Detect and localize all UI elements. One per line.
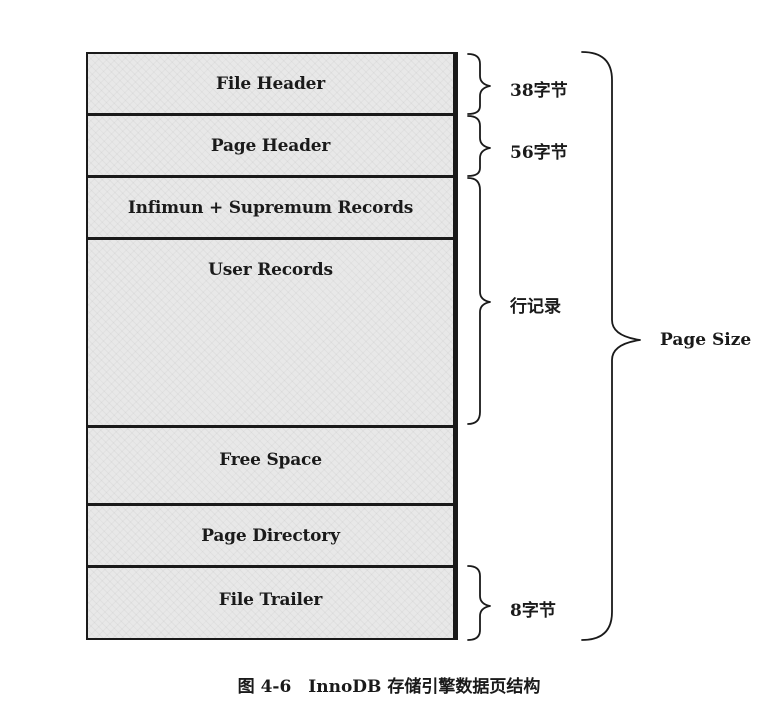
file-header-size-label: 38字节 [510, 81, 568, 101]
page-size-brace [581, 51, 641, 641]
file-header-label: File Header [215, 74, 326, 94]
free-space-label: Free Space [219, 450, 322, 470]
user-records-section: User Records [88, 240, 453, 428]
file-trailer-brace [467, 565, 491, 641]
page-header-size-label: 56字节 [510, 143, 568, 163]
row-records-brace [467, 177, 491, 425]
page-structure-stack: File Header Page Header Infimun + Suprem… [86, 52, 458, 640]
file-header-section: File Header [88, 54, 453, 116]
page-header-brace [467, 115, 491, 177]
infimum-supremum-label: Infimun + Supremum Records [127, 198, 414, 218]
file-trailer-section: File Trailer [88, 568, 453, 638]
page-directory-label: Page Directory [201, 526, 340, 546]
file-trailer-label: File Trailer [218, 590, 323, 610]
page-size-label: Page Size [660, 330, 752, 350]
infimum-supremum-section: Infimun + Supremum Records [88, 178, 453, 240]
free-space-section: Free Space [88, 428, 453, 506]
row-records-label: 行记录 [510, 297, 561, 317]
file-header-brace [467, 53, 491, 115]
page-directory-section: Page Directory [88, 506, 453, 568]
figure-caption: 图 4-6 InnoDB 存储引擎数据页结构 [237, 677, 541, 697]
file-trailer-size-label: 8字节 [510, 601, 556, 621]
page-header-label: Page Header [210, 136, 331, 156]
page-header-section: Page Header [88, 116, 453, 178]
user-records-label: User Records [208, 260, 333, 280]
